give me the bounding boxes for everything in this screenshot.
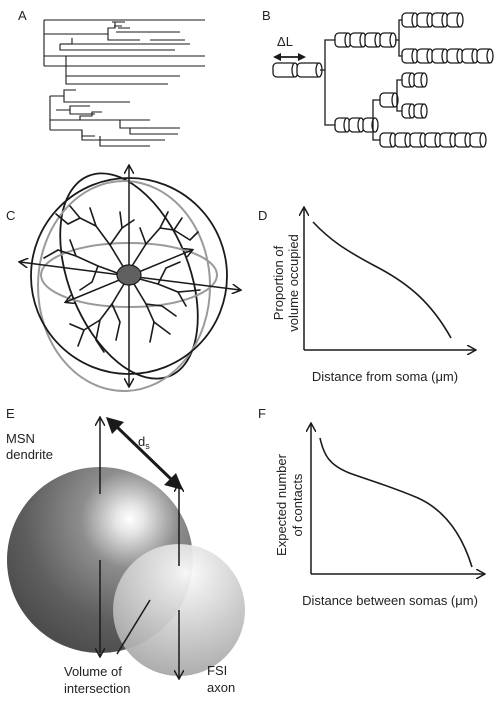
cylinder-cap: [420, 72, 428, 88]
d-ylabel-line1: Proportion of: [271, 245, 286, 320]
ds-label: ds: [138, 434, 150, 451]
f-ylabel-line2: of contacts: [290, 473, 305, 536]
panel-label-f: F: [258, 406, 266, 421]
cylinder-cap: [479, 132, 487, 148]
panel-a: A: [18, 8, 205, 147]
panel-c: C: [6, 153, 240, 392]
axis-right-arrow: [128, 275, 240, 290]
voi-label-line1: Volume of: [64, 664, 122, 679]
f-xlabel: Distance between somas (μm): [302, 593, 478, 608]
f-curve: [319, 437, 473, 568]
panel-label-e: E: [6, 406, 15, 421]
cylinder-links: [320, 19, 402, 141]
panel-label-b: B: [262, 8, 271, 23]
neuron-soma: [116, 264, 142, 286]
d-xlabel: Distance from soma (μm): [312, 369, 458, 384]
cylinder-cap: [420, 103, 428, 119]
voi-label-line2: intersection: [64, 681, 130, 696]
cylinder-cap: [486, 48, 494, 64]
msn-label-line2: dendrite: [6, 447, 53, 462]
delta-l-label: ΔL: [277, 34, 293, 49]
panel-e: E MSN dendrite ds Volume of intersection…: [6, 406, 245, 696]
panel-label-a: A: [18, 8, 27, 23]
panel-label-c: C: [6, 208, 15, 223]
fsi-label-line2: axon: [207, 680, 235, 695]
fsi-label-line1: FSI: [207, 663, 227, 678]
panel-b: B ΔL: [262, 8, 494, 148]
sphere-grey-meridian: [37, 180, 211, 392]
ds-arrow: [106, 417, 183, 490]
cylinder-cap: [456, 12, 464, 28]
msn-label-line1: MSN: [6, 431, 35, 446]
axis-left-arrow: [20, 262, 130, 277]
panel-label-d: D: [258, 208, 267, 223]
cylinder-compartments: [272, 12, 494, 148]
intersection-pointer: [116, 599, 151, 655]
panel-f: F Expected number of contacts Distance b…: [258, 406, 484, 608]
panel-d: D Proportion of volume occupied Distance…: [258, 208, 475, 384]
d-ylabel-line2: volume occupied: [286, 234, 301, 332]
d-curve: [312, 221, 452, 339]
dendrogram-tree: [43, 19, 205, 147]
f-ylabel-line1: Expected number: [274, 453, 289, 556]
neuron-dendrites: [43, 205, 201, 353]
